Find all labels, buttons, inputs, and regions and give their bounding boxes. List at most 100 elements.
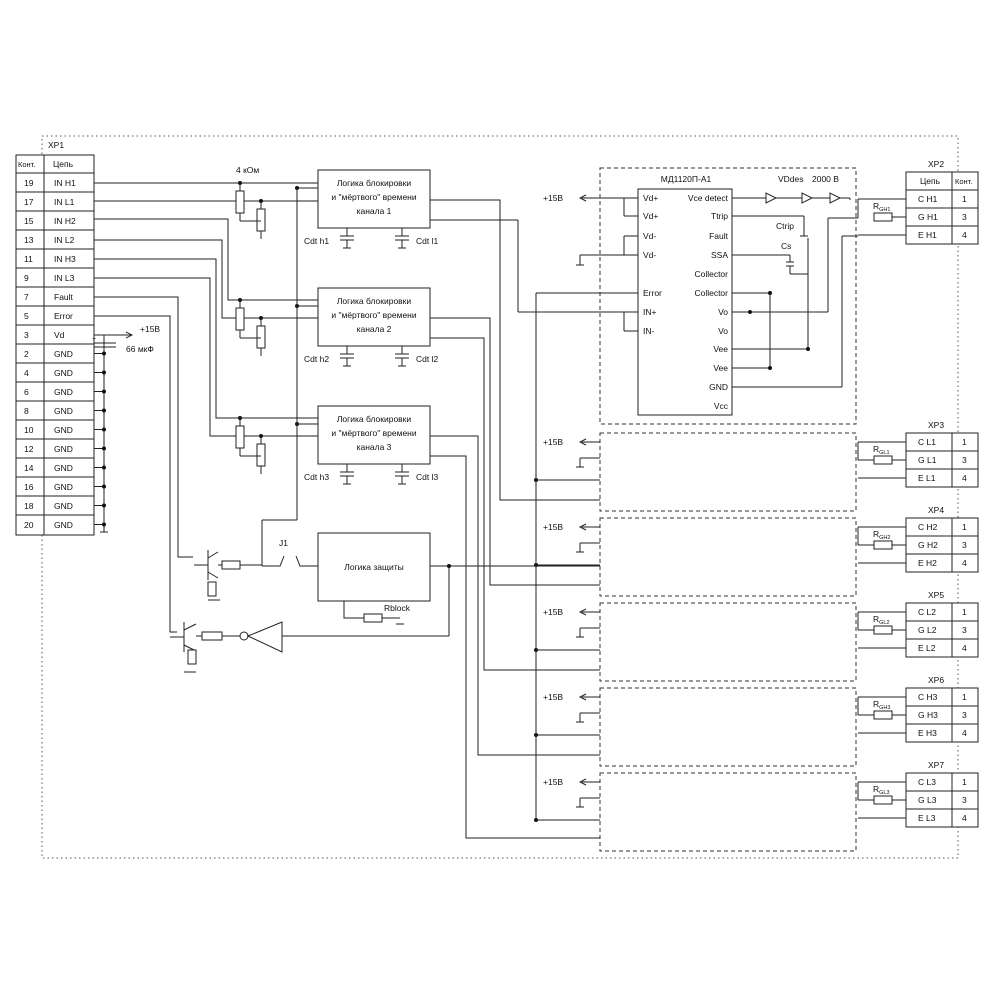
driver-pin-left: Error <box>643 288 662 298</box>
output-connector-name: XP7 <box>928 760 944 770</box>
capacitor-label: Cdt h3 <box>304 472 329 482</box>
xp1-header-pin: Конт. <box>18 160 35 169</box>
output-connector-pin: 1 <box>962 777 967 787</box>
xp2-header-pin: Конт. <box>955 177 972 186</box>
capacitor-label: Cdt l3 <box>416 472 438 482</box>
xp1-net-name: IN L2 <box>54 235 75 245</box>
driver-pin-left: Vd+ <box>643 211 658 221</box>
resistor-value-label: 4 кОм <box>236 165 259 175</box>
xp1-net-name: GND <box>54 349 73 359</box>
output-connector-pin: 4 <box>962 643 967 653</box>
xp1-header-net: Цепь <box>53 159 74 169</box>
xp1-net-name: IN H3 <box>54 254 76 264</box>
xp1-net-name: GND <box>54 406 73 416</box>
output-connector-pin: 4 <box>962 558 967 568</box>
driver-chip <box>637 188 733 416</box>
driver-pin-right: Vo <box>718 326 728 336</box>
capacitor-label: Cdt h1 <box>304 236 329 246</box>
xp1-pin-number: 20 <box>24 520 34 530</box>
output-connector-net: C L3 <box>918 777 936 787</box>
connector-xp2: XP2 Цепь Конт. C H1 1 G H1 3 E H1 4 RGH1 <box>857 159 979 245</box>
output-connector-pin: 3 <box>962 710 967 720</box>
channel-plus15-label: +15В <box>543 437 563 447</box>
capacitor-label: Cdt l1 <box>416 236 438 246</box>
output-connector-net: E L3 <box>918 813 936 823</box>
xp2-row-net: E H1 <box>918 230 937 240</box>
xp1-net-name: IN H1 <box>54 178 76 188</box>
xp1-pin-number: 5 <box>24 311 29 321</box>
xp1-pin-number: 11 <box>24 254 33 264</box>
output-connector-pin: 4 <box>962 473 967 483</box>
output-connector-pin: 3 <box>962 540 967 550</box>
driver-pin-left: Vd+ <box>643 193 658 203</box>
output-connector-net: G H2 <box>918 540 938 550</box>
protection-logic: Логика защиты J1 Rblock <box>170 532 600 673</box>
capacitor-value-label: 66 мкФ <box>126 344 154 354</box>
xp1-pin-number: 10 <box>24 425 34 435</box>
xp2-name: XP2 <box>928 159 944 169</box>
xp1-pin-number: 7 <box>24 292 29 302</box>
vdes-label: VDdes <box>778 174 804 184</box>
xp1-net-name: Fault <box>54 292 74 302</box>
vd-plus15-label: +15В <box>140 324 160 334</box>
protection-logic-label: Логика защиты <box>344 562 404 572</box>
capacitor-label: Cdt h2 <box>304 354 329 364</box>
xp1-pin-number: 4 <box>24 368 29 378</box>
logic-block-label: Логика блокировки <box>337 178 412 188</box>
xp1-net-name: GND <box>54 368 73 378</box>
driver-pin-left: IN- <box>643 326 655 336</box>
xp1-pin-number: 19 <box>24 178 34 188</box>
xp1-net-name: Error <box>54 311 73 321</box>
xp1-net-name: IN L3 <box>54 273 75 283</box>
output-connector-net: C H3 <box>918 692 938 702</box>
output-connector-net: E H2 <box>918 558 937 568</box>
output-resistor-label: RGL1 <box>873 444 890 456</box>
logic-block-label: Логика блокировки <box>337 296 412 306</box>
input-wiring: +15В + 66 мкФ <box>92 182 318 633</box>
xp1-net-name: GND <box>54 387 73 397</box>
output-resistor-label: RGH3 <box>873 699 890 711</box>
xp1-pin-number: 18 <box>24 501 34 511</box>
channel-plus15-label: +15В <box>543 692 563 702</box>
driver-title: МД1120П-А1 <box>661 174 712 184</box>
xp2-row-pin: 3 <box>962 212 967 222</box>
xp2-resistor-label: RGH1 <box>873 201 890 213</box>
xp1-pin-number: 6 <box>24 387 29 397</box>
xp1-net-name: GND <box>54 520 73 530</box>
output-connector-pin: 4 <box>962 728 967 738</box>
logic-block-channel-1 <box>317 169 431 229</box>
xp1-pin-number: 8 <box>24 406 29 416</box>
output-connector-net: E H3 <box>918 728 937 738</box>
output-connector-pin: 1 <box>962 437 967 447</box>
output-connector-pin: 3 <box>962 455 967 465</box>
xp1-table <box>15 154 95 536</box>
driver-pin-right: Ttrip <box>711 211 728 221</box>
xp1-net-name: IN L1 <box>54 197 75 207</box>
output-connector-pin: 1 <box>962 607 967 617</box>
rblock-label: Rblock <box>384 603 411 613</box>
output-connector-net: G L1 <box>918 455 937 465</box>
xp1-net-name: IN H2 <box>54 216 76 226</box>
driver-pin-right: Vce detect <box>688 193 729 203</box>
logic-block-label: и "мёртвого" времени <box>331 428 417 438</box>
output-connector-pin: 1 <box>962 692 967 702</box>
xp1-net-name: GND <box>54 444 73 454</box>
driver-pin-right: Fault <box>709 231 729 241</box>
driver-pin-right: GND <box>709 382 728 392</box>
output-connector-name: XP4 <box>928 505 944 515</box>
driver-pin-right: SSA <box>711 250 728 260</box>
driver-pin-left: Vd- <box>643 250 656 260</box>
ctrip-label: Ctrip <box>776 221 794 231</box>
xp1-pin-number: 14 <box>24 463 34 473</box>
xp1-pin-number: 17 <box>24 197 34 207</box>
driver-pin-right: Collector <box>694 288 728 298</box>
output-connector-name: XP5 <box>928 590 944 600</box>
xp1-net-name: Vd <box>54 330 65 340</box>
output-connector-net: G H3 <box>918 710 938 720</box>
